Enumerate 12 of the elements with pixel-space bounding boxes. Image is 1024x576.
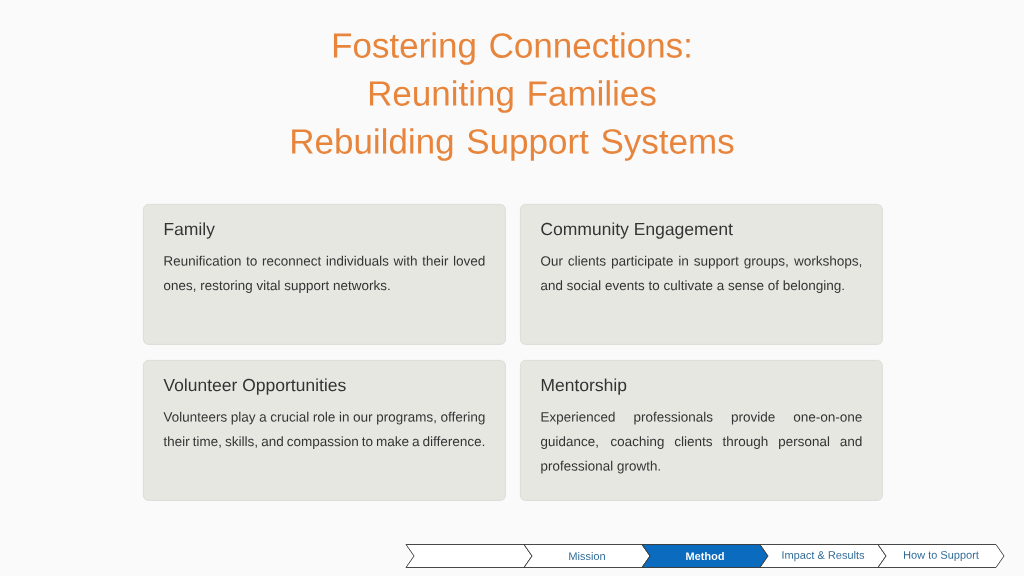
node-label: Impact & Results (782, 550, 865, 562)
breadcrumb-tab: Mission (523, 544, 651, 568)
node-label: How to Support (904, 551, 979, 561)
breadcrumb-tab: Method (641, 544, 769, 568)
info-card: Volunteer Opportunities Volunteers play a crucial role in our programs, offering their time, skills, and compassion to make a difference. (143, 360, 506, 501)
node-label: Mission (569, 551, 605, 561)
breadcrumb-tab: How to Support (877, 544, 1005, 568)
info-card: Mentorship Experienced professionals provide one-on-one guidance, coaching clients through personal and professional growth. (520, 360, 883, 501)
info-card: Community Engagement Our clients participate in support groups, workshops, and social events to cultivate a sense of belonging. (520, 204, 883, 345)
info-card: Family Reunification to reconnect individuals with their loved ones, restoring vital support networks. (143, 204, 506, 345)
breadcrumb-tab: Impact & Results (759, 544, 887, 568)
title: Fostering Connections: Reuniting Families Rebuilding Support Systems (292, 32, 734, 161)
